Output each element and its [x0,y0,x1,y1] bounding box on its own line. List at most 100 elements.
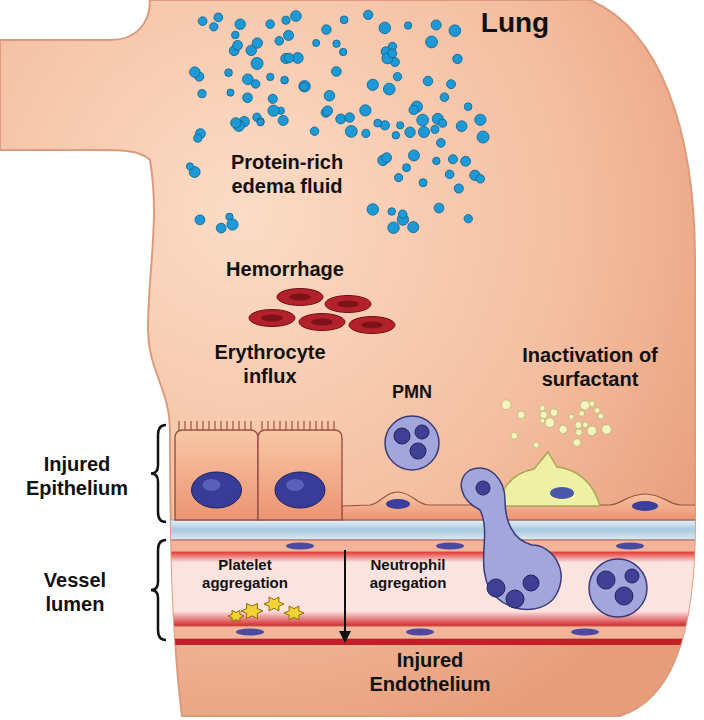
neutrophil-lobe [476,481,490,495]
protein-dot [393,72,401,80]
endothelium-top [160,540,704,552]
part-label: Hemorrhage [205,257,365,281]
protein-dot [231,118,241,128]
protein-dot [475,114,486,125]
protein-dot [186,163,193,170]
neutrophil-lobe [615,587,633,605]
surfactant-vesicle [587,426,597,436]
pmn-cell [385,416,439,470]
protein-dot [437,138,446,147]
protein-dot [190,67,201,78]
protein-dot [431,20,441,30]
protein-dot [216,223,226,233]
surfactant-vesicle [569,414,574,419]
erythrocyte-center [261,315,283,322]
part-label: Erythrocyte influx [200,340,340,388]
protein-dot [235,19,246,30]
protein-dot [275,37,284,46]
protein-dot [267,73,274,80]
protein-dot [345,125,357,137]
protein-dot [284,53,294,63]
cell-nucleus-highlight [286,479,304,491]
microvillus [178,421,179,431]
bracket [151,540,166,640]
neutrophil-lobe [487,579,505,597]
platelet [264,597,284,611]
protein-dot [423,76,432,85]
protein-dot [447,80,456,89]
protein-dot [382,153,392,163]
erythrocyte-center [289,294,311,301]
protein-dot [477,131,489,143]
protein-dot [388,222,399,233]
part-label: Protein-rich edema fluid [207,150,367,198]
surfactant-vesicle [540,418,545,423]
protein-dot [453,54,462,63]
microvillus [261,421,262,431]
pmn-lobe [394,428,410,444]
protein-dot [362,129,370,137]
protein-dot [345,113,355,123]
part-label: Injured Epithelium [10,452,145,500]
epithelial-nucleus [386,499,410,509]
neutrophil-lobe [597,571,615,589]
part-label: Inactivation of surfactant [495,343,685,391]
endothelial-nucleus [406,629,434,636]
surfactant-vesicle [540,405,546,411]
erythrocyte [325,296,371,313]
erythrocyte [249,310,295,327]
protein-dot [252,38,262,48]
surfactant-vesicle [550,409,558,417]
protein-dot [392,132,399,139]
pointer-arrow [344,550,346,632]
erythrocytes [249,289,395,334]
part-label: PMN [377,382,447,404]
protein-dot [336,114,346,124]
protein-dot [324,90,335,101]
protein-dot [225,69,233,77]
protein-dot [195,215,205,225]
protein-dot [332,67,342,77]
protein-dot [227,89,234,96]
protein-dot [364,10,373,19]
protein-dot [360,105,371,116]
erythrocyte [299,314,345,331]
protein-dot [281,76,289,84]
protein-dot [419,179,427,187]
protein-dot [464,103,472,111]
surfactant-vesicle [533,442,539,448]
protein-dot [243,93,253,103]
protein-dot [333,40,340,47]
platelet [284,606,304,620]
protein-dot [214,13,223,22]
protein-dot [257,119,264,126]
protein-dot [383,83,395,95]
protein-dot [397,122,404,129]
protein-dot [283,30,293,40]
protein-dot [194,134,202,142]
protein-dot [417,114,429,126]
surfactant-vesicle [575,421,582,428]
protein-dot [440,93,449,102]
protein-dot [367,204,378,215]
pmn-lobe [415,425,429,439]
surfactant-vesicle [602,425,612,435]
surfactant-vesicle [580,400,590,410]
cell-nucleus [192,472,242,508]
protein-dot [405,127,415,137]
part-label: Vessel lumen [25,568,125,616]
endothelial-nucleus [571,629,599,636]
surfactant-vesicle [582,422,588,428]
protein-dot [310,127,318,135]
erythrocyte-center [311,319,333,326]
protein-dot [227,219,238,230]
surfactant-vesicle [511,432,518,439]
platelet [228,610,244,621]
protein-dot [445,170,454,179]
title: Lung [435,6,595,40]
protein-dot [476,175,485,184]
protein-dot [323,106,333,116]
part-label: Injured Endothelium [355,648,505,696]
protein-dot [434,203,444,213]
